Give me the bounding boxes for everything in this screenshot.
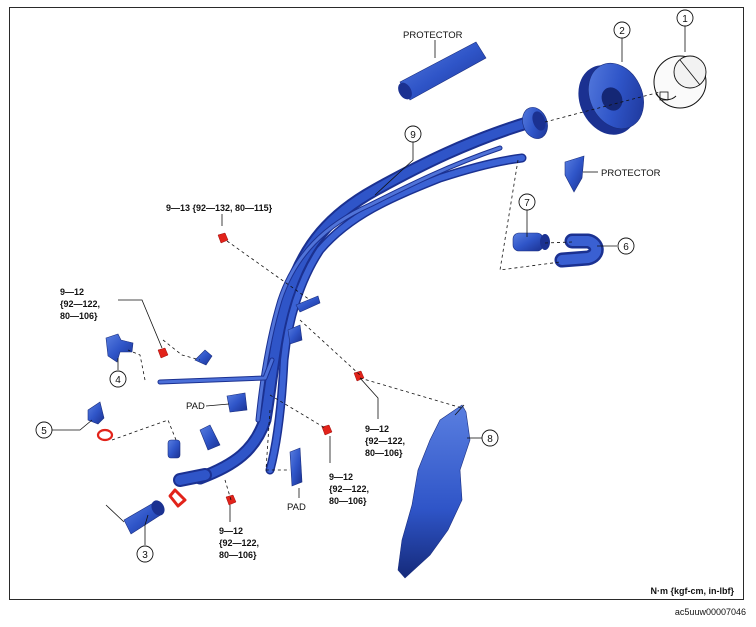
protector-right [564, 155, 585, 193]
torque-mid-line-3: 80—106} [329, 496, 367, 506]
part-3-hose [123, 488, 187, 535]
torque-mid-line-2: {92—122, [329, 484, 369, 494]
torque-mid: 9—12 {92—122, 80—106} [329, 472, 369, 506]
bolt-left [157, 347, 169, 359]
filler-pipe [157, 107, 548, 487]
figure-code: ac5uuw00007046 [675, 607, 746, 617]
bolt-mid [321, 424, 333, 436]
part-4-clip [105, 333, 134, 363]
torque-bottom-line-1: 9—12 [219, 526, 243, 536]
torque-bottom-line-2: {92—122, [219, 538, 259, 548]
pad-bottom-part [289, 447, 303, 487]
part-2-ring [578, 62, 644, 135]
part-1-cap [653, 55, 707, 109]
torque-left: 9—12 {92—122, 80—106} [60, 287, 100, 321]
assembly-lines [111, 91, 661, 501]
callout-4-number: 4 [115, 375, 121, 386]
torque-mid-right: 9—12 {92—122, 80—106} [365, 424, 405, 458]
pad-left-part [226, 392, 248, 413]
callout-1: 1 [676, 9, 694, 27]
torque-mid-line-1: 9—12 [329, 472, 353, 482]
torque-mid-right-line-3: 80—106} [365, 448, 403, 458]
callout-5: 5 [35, 421, 53, 439]
torque-left-line-2: {92—122, [60, 299, 100, 309]
callout-9-number: 9 [410, 130, 416, 141]
torque-left-line-3: 80—106} [60, 311, 98, 321]
diagram-frame [9, 7, 744, 600]
callout-6: 6 [617, 237, 635, 255]
callout-2: 2 [613, 21, 631, 39]
torque-bottom-line-3: 80—106} [219, 550, 257, 560]
callout-8-number: 8 [487, 434, 493, 445]
label-protector-right: PROTECTOR [601, 168, 661, 179]
callout-3: 3 [136, 545, 154, 563]
callout-5-number: 5 [41, 426, 47, 437]
callout-7-number: 7 [524, 198, 530, 209]
callout-9: 9 [404, 125, 422, 143]
callout-6-number: 6 [623, 242, 629, 253]
label-pad-left: PAD [186, 401, 205, 412]
torque-bottom: 9—12 {92—122, 80—106} [219, 526, 259, 560]
callout-4: 4 [109, 370, 127, 388]
callout-1-number: 1 [682, 14, 688, 25]
protector-top [398, 41, 487, 101]
callout-2-number: 2 [619, 26, 625, 37]
torque-top: 9—13 {92—132, 80—115} [166, 203, 273, 213]
leader-lines [52, 26, 686, 545]
callout-8: 8 [481, 429, 499, 447]
part-5-clamp [87, 401, 114, 442]
torque-mid-right-line-1: 9—12 [365, 424, 389, 434]
callout-7: 7 [518, 193, 536, 211]
torque-left-line-1: 9—12 [60, 287, 84, 297]
callout-3-number: 3 [142, 550, 148, 561]
part-8-shield [397, 404, 471, 579]
label-protector-top: PROTECTOR [403, 30, 463, 41]
part-7-part-6 [512, 232, 604, 268]
bolt-mid-right [353, 370, 365, 382]
bolt-top [217, 232, 229, 244]
torque-mid-right-line-2: {92—122, [365, 436, 405, 446]
label-pad-bottom: PAD [287, 502, 306, 513]
units-note: N·m {kgf-cm, in-lbf} [650, 586, 734, 596]
